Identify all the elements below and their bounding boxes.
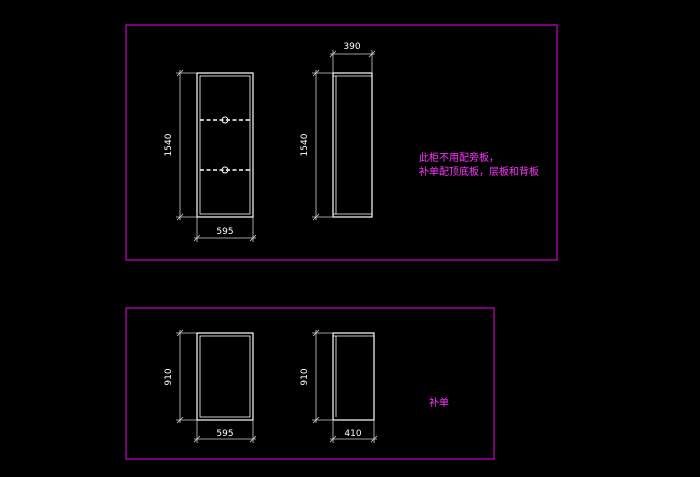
upper-side-height-label: 1540 — [300, 133, 310, 156]
upper-side-width-dim — [329, 50, 376, 73]
lower-side-outer — [332, 332, 375, 421]
upper-front-height-label: 1540 — [164, 133, 174, 156]
lower-front-width-dim — [193, 420, 257, 443]
shelf-hole-2-icon — [221, 166, 229, 174]
lower-side-height-dim — [312, 329, 333, 424]
upper-side-outer — [332, 72, 373, 218]
upper-frame — [125, 24, 558, 261]
lower-side-cabinet — [332, 332, 375, 421]
lower-front-cabinet — [196, 332, 254, 421]
lower-front-outer — [196, 332, 254, 421]
lower-front-height-label: 910 — [164, 368, 174, 385]
upper-side-width-label: 390 — [343, 42, 360, 52]
upper-front-outer — [196, 72, 254, 218]
upper-side-cabinet — [332, 72, 373, 218]
lower-side-width-label: 410 — [344, 429, 361, 439]
lower-frame — [125, 307, 495, 460]
upper-front-width-label: 595 — [216, 227, 233, 237]
shelf-hole-1-icon — [221, 116, 229, 124]
upper-side-height-dim — [312, 69, 333, 221]
upper-front-width-dim — [193, 217, 257, 242]
lower-front-inner — [199, 335, 251, 418]
upper-front-height-dim — [176, 69, 197, 221]
lower-note: 补单 — [429, 396, 449, 409]
upper-note-line-1: 此柜不用配旁板， — [419, 151, 499, 164]
lower-side-height-label: 910 — [300, 368, 310, 385]
lower-front-height-dim — [176, 329, 197, 424]
lower-front-width-label: 595 — [216, 429, 233, 439]
lower-side-width-dim — [329, 420, 378, 443]
upper-note-line-2: 补单配顶底板，层板和背板 — [419, 165, 539, 178]
upper-front-inner — [199, 75, 251, 215]
upper-front-cabinet — [196, 72, 254, 218]
